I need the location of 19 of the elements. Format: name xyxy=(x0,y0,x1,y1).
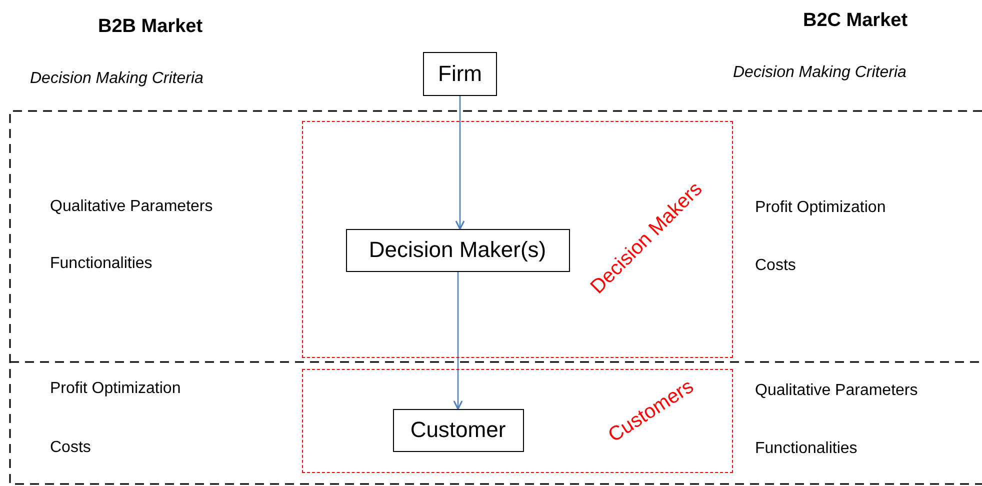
dashed-group-box xyxy=(302,121,733,358)
criterion-text: Functionalities xyxy=(755,440,858,458)
arrow xyxy=(453,272,463,410)
criterion-text: Functionalities xyxy=(50,255,152,273)
market-heading: B2C Market xyxy=(803,10,908,32)
criteria-heading: Decision Making Criteria xyxy=(30,70,204,88)
criteria-heading: Decision Making Criteria xyxy=(733,64,906,82)
process-box: Firm xyxy=(423,52,497,96)
criterion-text: Costs xyxy=(50,439,91,457)
market-heading: B2B Market xyxy=(98,16,203,38)
criterion-text: Profit Optimization xyxy=(50,380,181,398)
criterion-text: Profit Optimization xyxy=(755,199,886,217)
criterion-text: Costs xyxy=(755,257,796,275)
criterion-text: Qualitative Parameters xyxy=(50,198,213,216)
dashed-group-box xyxy=(302,369,733,473)
process-box: Decision Maker(s) xyxy=(346,228,570,272)
criterion-text: Qualitative Parameters xyxy=(755,382,918,400)
arrow xyxy=(455,96,465,230)
process-box: Customer xyxy=(392,408,524,452)
